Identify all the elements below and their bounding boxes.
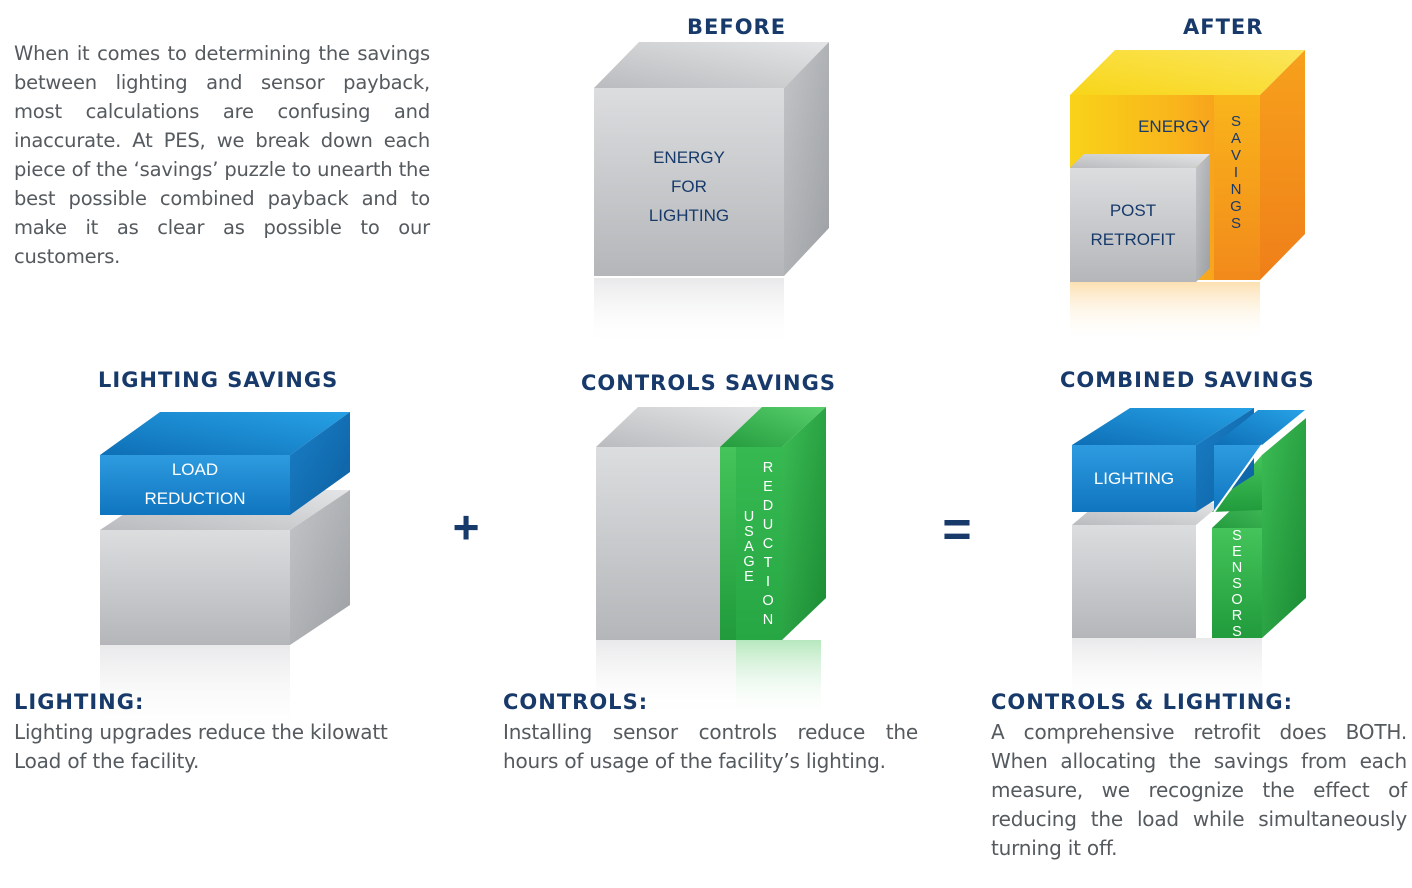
lighting-savings-cube: LOAD REDUCTION [100,412,350,740]
controls-gray-top [596,407,762,447]
before-cube-side [784,42,829,276]
combined-lighting-label: LIGHTING [1094,469,1174,488]
after-cube-top [1070,50,1305,95]
before-label-line3: LIGHTING [649,206,729,225]
combined-blue-top [1072,408,1254,445]
before-cube: ENERGY FOR LIGHTING [594,42,829,348]
usage-letter: S [744,524,754,540]
after-cube: ENERGY POST RETROFIT S A V I N G S [1070,50,1305,342]
after-savings-vertical: S A V I N G S [1230,113,1242,232]
lighting-base-front [100,530,290,645]
reduction-letter: R [763,460,773,476]
combined-green-side [1262,418,1306,638]
combined-savings-cube: LIGHTING S E N S O R S [1072,408,1306,708]
usage-letter: G [743,554,754,570]
after-savings-stripe [1214,95,1260,280]
sensors-letter: N [1232,560,1242,576]
load-reduction-line2: REDUCTION [144,489,245,508]
sensors-letter: S [1232,624,1242,640]
reduction-letter: C [763,536,773,552]
load-reduction-side [290,412,350,515]
reduction-letter: O [762,593,773,609]
usage-letter: U [744,509,754,525]
reduction-letter: D [763,498,773,514]
savings-letter: A [1231,130,1241,147]
controls-desc-heading: CONTROLS: [503,690,649,714]
controls-gray-front [596,447,720,640]
savings-letter: S [1231,215,1241,232]
lighting-base-side [290,490,350,645]
before-label-line1: ENERGY [653,148,725,167]
controls-green-top [720,407,826,447]
sensors-letter: O [1231,592,1242,608]
post-retrofit-top [1070,154,1210,168]
after-energy-label: ENERGY [1138,117,1210,136]
combined-blue-wedge-top [1214,410,1305,445]
reduction-letter: N [763,612,773,628]
usage-vertical: U S A G E [743,509,754,585]
reduction-vertical: R E D U C T I O N [762,460,773,628]
load-reduction-line1: LOAD [172,460,218,479]
combined-green-front [1212,528,1262,638]
reduction-letter: I [766,574,770,590]
combined-desc-heading: CONTROLS & LIGHTING: [991,690,1293,714]
before-cube-front [594,88,784,276]
controls-green-reflection [736,640,821,720]
savings-letter: I [1234,164,1238,181]
savings-letter: N [1231,181,1242,198]
post-retrofit-side [1196,154,1210,282]
combined-split-line [1213,444,1263,513]
before-title: BEFORE [687,15,787,39]
combined-desc-text: A comprehensive retrofit does BOTH. When… [991,720,1407,860]
reduction-letter: U [763,517,773,533]
before-reflection [594,278,784,348]
equals-operator: = [942,501,971,557]
sensors-letter: E [1232,544,1242,560]
after-title: AFTER [1183,15,1264,39]
sensors-letter: R [1232,608,1242,624]
combined-blue-front [1072,445,1196,512]
intro-paragraph: When it comes to determining the savings… [14,41,430,268]
combined-reflection [1072,638,1262,708]
controls-green-side [782,407,826,640]
after-cube-side [1260,50,1305,280]
reduction-letter: T [764,555,773,571]
usage-letter: E [744,569,754,585]
after-reflection [1070,282,1260,342]
before-cube-top [594,42,829,88]
savings-letter: V [1231,147,1241,164]
lighting-savings-title: LIGHTING SAVINGS [98,368,339,392]
lighting-desc-text: Lighting upgrades reduce the kilowatt Lo… [14,720,388,773]
usage-letter: A [744,539,754,555]
lighting-reflection [100,645,290,740]
sensors-vertical: S E N S O R S [1231,528,1242,640]
post-retrofit-line1: POST [1110,201,1156,220]
load-reduction-front [100,455,290,515]
combined-gray-front [1072,525,1196,638]
post-retrofit-front [1070,168,1196,282]
sensors-letter: S [1232,576,1242,592]
plus-operator: + [453,501,480,553]
savings-letter: S [1231,113,1241,130]
controls-green-inner [736,447,782,640]
controls-savings-cube: U S A G E R E D U C T I O N [596,407,826,720]
lighting-desc-heading: LIGHTING: [14,690,145,714]
controls-desc-text: Installing sensor controls reduce the ho… [503,720,918,773]
post-retrofit-line2: RETROFIT [1091,230,1176,249]
before-label-line2: FOR [671,177,707,196]
controls-savings-title: CONTROLS SAVINGS [581,371,836,395]
combined-savings-title: COMBINED SAVINGS [1060,368,1315,392]
reduction-letter: E [763,479,773,495]
sensors-letter: S [1232,528,1242,544]
controls-gray-reflection [596,640,736,720]
load-reduction-top [100,412,350,455]
savings-letter: G [1230,198,1242,215]
